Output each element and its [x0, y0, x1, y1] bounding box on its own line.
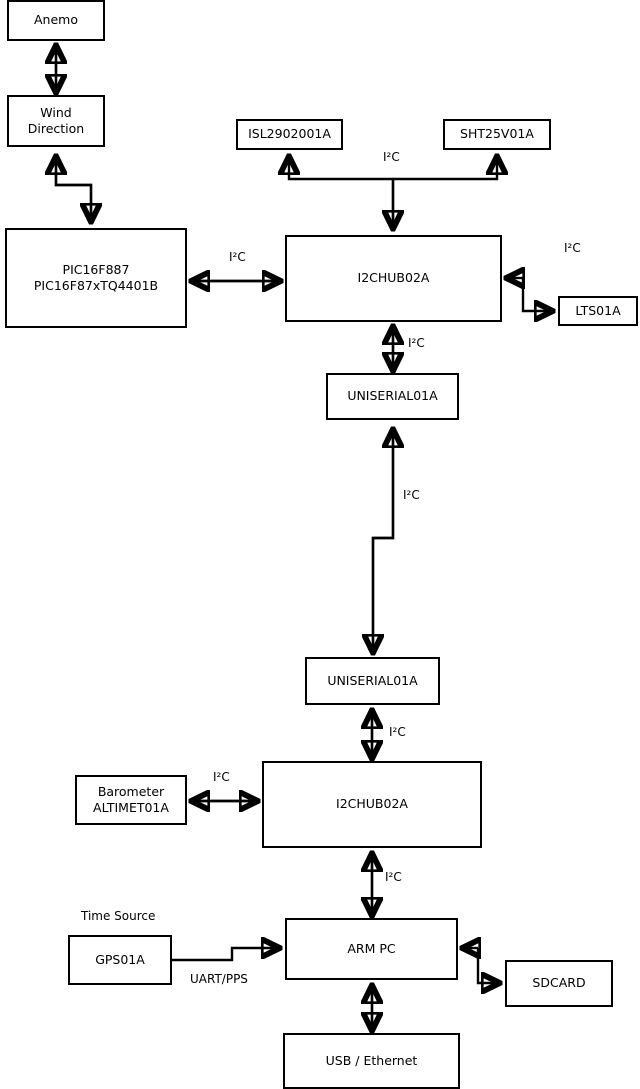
edge-label-i2c-barometer: I²C	[213, 770, 230, 784]
edge-label-i2c-pic-hub: I²C	[229, 250, 246, 264]
node-lts01a[interactable]: LTS01A	[558, 296, 638, 326]
edge-label-i2c-hub-armpc: I²C	[385, 870, 402, 884]
node-arm-pc[interactable]: ARM PC	[285, 918, 458, 980]
edge-label-i2c-lts: I²C	[564, 241, 581, 255]
connector-uniserial-uniserial	[373, 430, 393, 652]
node-sht25v01a-label: SHT25V01A	[460, 126, 534, 142]
edge-label-uart-pps: UART/PPS	[190, 972, 248, 986]
node-usb-ethernet[interactable]: USB / Ethernet	[283, 1033, 460, 1089]
node-i2chub02a-top-label: I2CHUB02A	[357, 270, 430, 286]
node-i2chub02a-bottom-label: I2CHUB02A	[336, 796, 408, 812]
node-sdcard-label: SDCARD	[532, 975, 586, 991]
node-sdcard[interactable]: SDCARD	[505, 960, 613, 1007]
connector-gps-armpc	[172, 948, 279, 962]
node-i2chub02a-top[interactable]: I2CHUB02A	[285, 235, 502, 322]
edge-label-i2c-sensors: I²C	[383, 150, 400, 164]
connector-hub-sensors	[289, 157, 497, 230]
node-arm-pc-label: ARM PC	[347, 940, 396, 956]
node-usb-ethernet-label: USB / Ethernet	[325, 1052, 418, 1068]
node-uniserial01a-bottom[interactable]: UNISERIAL01A	[305, 657, 440, 705]
edge-label-i2c-hub-uniserial: I²C	[408, 336, 425, 350]
node-gps01a-label: GPS01A	[95, 951, 145, 967]
node-i2chub02a-bottom[interactable]: I2CHUB02A	[262, 761, 482, 848]
node-sht25v01a[interactable]: SHT25V01A	[443, 119, 551, 150]
node-uniserial01a-bottom-label: UNISERIAL01A	[327, 672, 418, 688]
node-anemo[interactable]: Anemo	[7, 0, 105, 41]
connector-hub-lts	[507, 278, 552, 311]
node-lts01a-label: LTS01A	[575, 302, 621, 318]
connector-armpc-sdcard	[463, 948, 499, 983]
node-isl2902001a[interactable]: ISL2902001A	[236, 119, 343, 150]
node-uniserial01a-top-label: UNISERIAL01A	[347, 388, 438, 404]
node-uniserial01a-top[interactable]: UNISERIAL01A	[326, 373, 459, 420]
connector-pic-wind	[56, 157, 91, 223]
node-gps01a[interactable]: GPS01A	[68, 935, 172, 985]
edge-label-i2c-uniserial-uniserial: I²C	[403, 488, 420, 502]
label-time-source: Time Source	[81, 909, 156, 923]
node-isl2902001a-label: ISL2902001A	[248, 126, 331, 142]
node-anemo-label: Anemo	[34, 12, 78, 28]
edge-label-i2c-uniserial-hub: I²C	[389, 725, 406, 739]
